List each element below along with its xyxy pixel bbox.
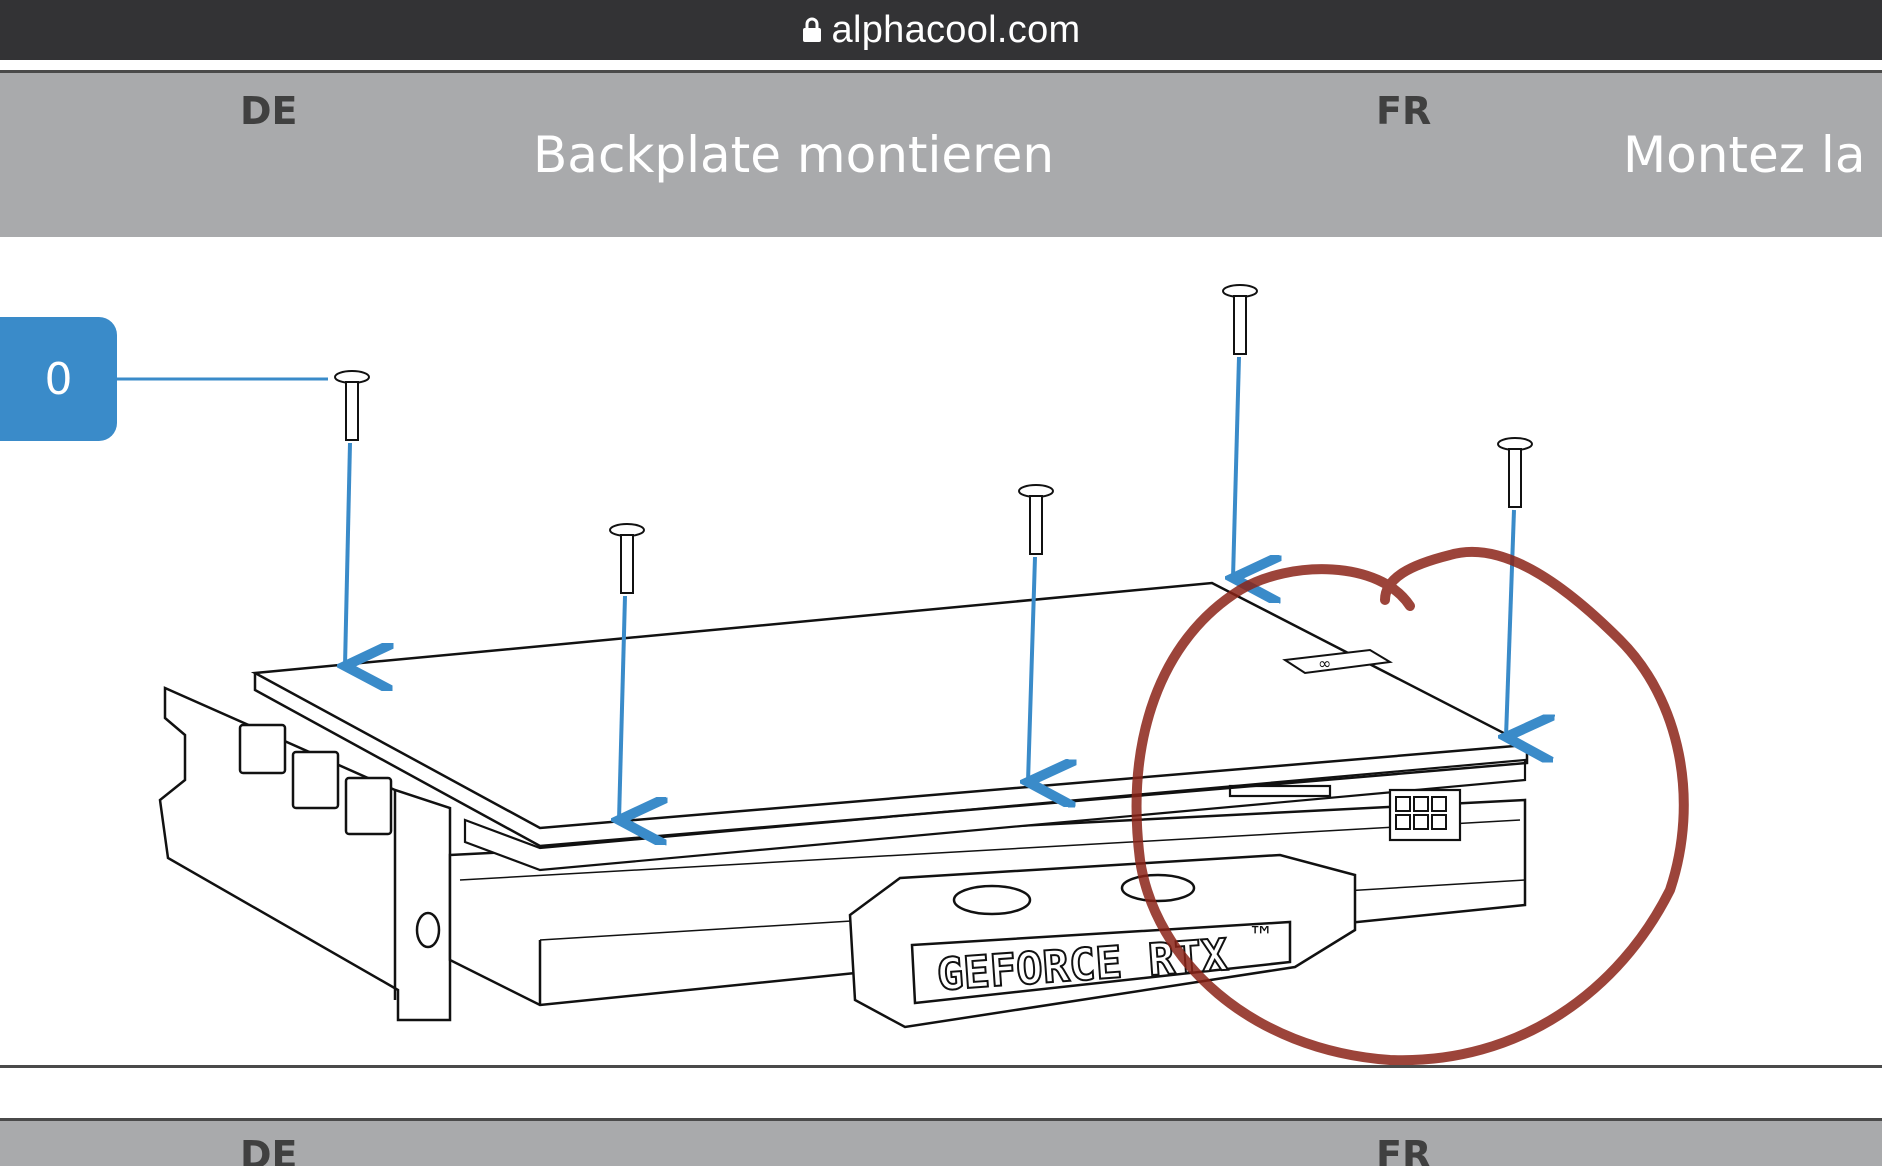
geforce-rtx-bridge: GEFORCE RTX ™ xyxy=(848,853,1357,1029)
io-bracket xyxy=(158,686,452,1022)
screw-2 xyxy=(609,523,645,594)
lang-label-fr: FR xyxy=(1376,89,1432,133)
backplate-installation-diagram: ∞ GEFORCE RTX ™ xyxy=(117,284,1689,1066)
lang-label-de: DE xyxy=(240,89,298,133)
arrow-1 xyxy=(345,442,350,666)
url-display[interactable]: alphacool.com xyxy=(802,9,1081,52)
svg-text:∞: ∞ xyxy=(1318,654,1331,673)
screw-4 xyxy=(1222,284,1258,355)
trademark-symbol: ™ xyxy=(1248,922,1274,952)
arrow-3 xyxy=(1028,556,1035,782)
pcb-layer xyxy=(463,758,1527,872)
next-lang-label-de: DE xyxy=(240,1133,298,1166)
section-title-de: Backplate montieren xyxy=(533,126,1055,184)
screws xyxy=(334,284,1533,594)
screw-1 xyxy=(334,370,370,441)
screw-3 xyxy=(1018,484,1054,555)
url-text: alphacool.com xyxy=(831,8,1081,51)
section-divider xyxy=(0,1118,1882,1121)
section-header: DE Backplate montieren FR Montez la p xyxy=(0,73,1882,237)
install-arrows xyxy=(345,356,1514,820)
backplate: ∞ xyxy=(250,581,1532,848)
arrow-4 xyxy=(1233,356,1239,578)
lock-icon xyxy=(802,17,822,43)
next-lang-label-fr: FR xyxy=(1376,1133,1432,1166)
step-number: 0 xyxy=(44,353,73,405)
next-section-header: DE FR xyxy=(0,1121,1882,1166)
browser-url-bar[interactable]: alphacool.com xyxy=(0,0,1882,60)
screw-5 xyxy=(1497,437,1533,508)
section-divider xyxy=(0,70,1882,73)
arrow-5 xyxy=(1506,509,1514,737)
annotation-circle xyxy=(1131,546,1689,1066)
section-title-fr: Montez la p xyxy=(1623,126,1882,184)
arrow-2 xyxy=(619,595,625,820)
step-badge: 0 xyxy=(0,317,117,441)
section-divider xyxy=(0,1065,1882,1068)
